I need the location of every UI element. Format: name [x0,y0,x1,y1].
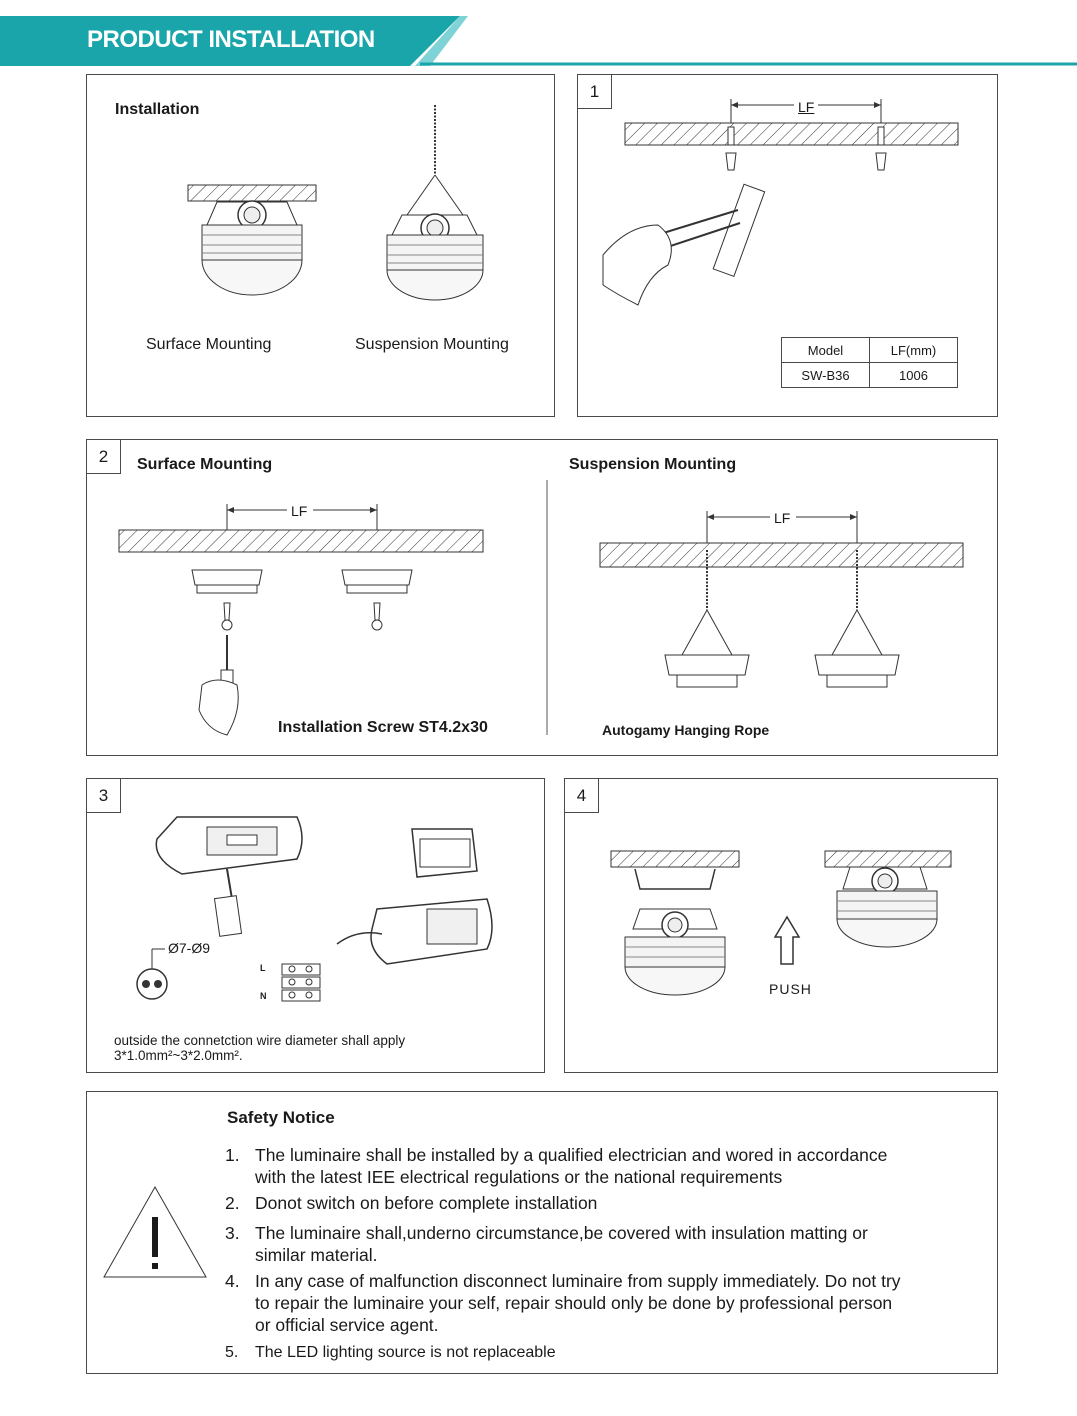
terminal-block-icon [281,963,321,1002]
surface-mount-fixture-icon [187,184,317,296]
panel-safety-notice: Safety Notice 1. The luminaire shall be … [86,1091,998,1374]
hammer-icon [602,183,766,306]
snap-on-illustration [610,850,952,996]
step-number: 1 [578,75,612,109]
panel-step-1: 1 LF Model LF(mm) SW-B36 1006 [577,74,998,417]
list-item: 5. The LED lighting source is not replac… [225,1344,556,1361]
surface-mounting-title: Surface Mounting [137,456,273,473]
drilling-illustration [602,97,959,306]
step-number: 2 [87,440,121,474]
screwdriver-icon [198,635,239,736]
terminal-l-label: L [260,963,266,973]
hanging-rope-icon [664,550,900,688]
luminaire-before-push-icon [624,908,726,996]
push-label: PUSH [769,981,812,997]
step-number: 4 [565,779,599,813]
table-header-model: Model [781,337,870,363]
page-title: PRODUCT INSTALLATION [87,26,375,53]
wire-note-line-1: outside the connetction wire diameter sh… [114,1033,406,1048]
installation-screw-label: Installation Screw ST4.2x30 [278,719,488,736]
step-number: 3 [87,779,121,813]
bracket-installation-illustration [118,480,964,736]
table-header-lf: LF(mm) [869,337,958,363]
diameter-label: Ø7-Ø9 [168,940,211,956]
safety-notice-list: 1. The luminaire shall be installed by a… [225,1144,995,1368]
cable-gland-icon [336,898,493,965]
suspension-mounting-label: Suspension Mounting [355,336,509,353]
suspension-mount-fixture-icon [386,105,484,301]
hanging-rope-label: Autogamy Hanging Rope [602,722,770,738]
wire-note-line-2: 3*1.0mm²~3*2.0mm². [114,1048,243,1063]
cover-plate-icon [411,828,478,878]
suspension-lf-label: LF [774,510,791,526]
installation-title: Installation [115,101,200,118]
luminaire-end-cap-icon [155,816,303,937]
list-item: 4. In any case of malfunction disconnect… [225,1271,901,1335]
luminaire-installed-icon [836,866,938,948]
table-cell-model: SW-B36 [781,362,870,388]
header-banner-shape [0,16,1077,66]
model-spec-table: Model LF(mm) SW-B36 1006 [781,337,958,388]
suspension-mounting-title: Suspension Mounting [569,456,737,473]
list-item: 3. The luminaire shall,underno circumsta… [225,1223,868,1265]
header-band [0,16,1077,66]
panel-installation: Installation Surface M [86,74,555,417]
mounting-illustration [187,105,484,301]
panel-step-2: 2 Surface Mounting Suspension Mounting [86,439,998,756]
wiring-illustration [136,816,493,1002]
table-cell-lf: 1006 [869,362,958,388]
list-item: 1. The luminaire shall be installed by a… [225,1145,888,1187]
arrow-up-icon [773,915,801,965]
list-item: 2. Donot switch on before complete insta… [225,1193,598,1213]
screw-icon [221,602,383,631]
warning-triangle-icon [103,1185,207,1278]
terminal-n-label: N [260,991,267,1001]
safety-notice-title: Safety Notice [227,1108,335,1127]
panel-step-3: 3 [86,778,545,1073]
mounting-bracket-icon [191,569,413,594]
wall-plug-icon [725,152,887,171]
surface-lf-label: LF [291,503,308,519]
lf-dimension-label: LF [798,99,815,115]
surface-mounting-label: Surface Mounting [146,336,272,353]
cable-section-icon [136,948,168,1000]
panel-step-4: 4 PUSH [564,778,998,1073]
